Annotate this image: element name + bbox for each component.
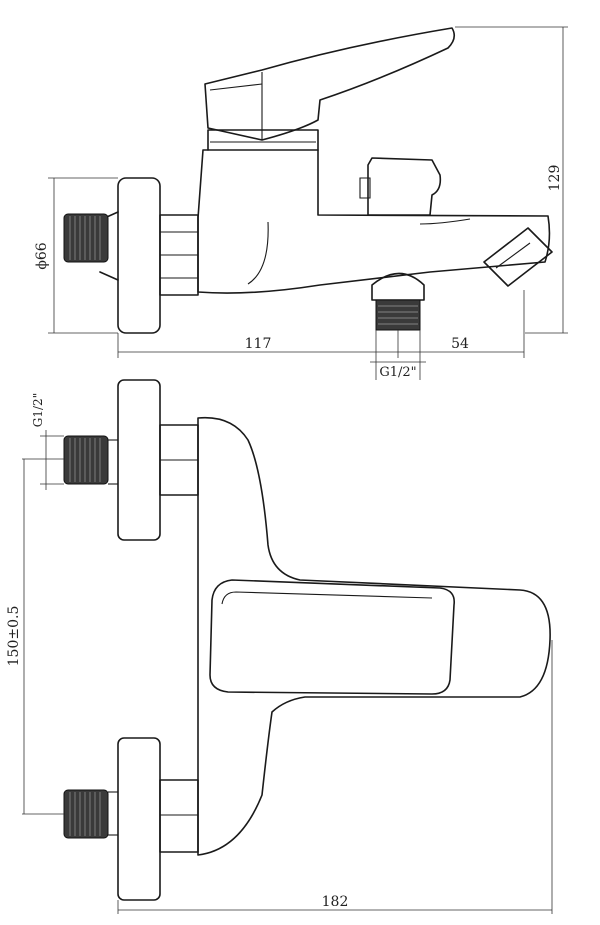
- upper-inlet-thread: [63, 435, 109, 485]
- dim-label-54: 54: [451, 336, 469, 352]
- dim-inlet-thread: G1/2": [22, 393, 64, 490]
- dim-label-outlet-thread: G1/2": [379, 365, 416, 380]
- wall-flange: [117, 177, 161, 334]
- dim-outlet-thread: G1/2": [370, 330, 426, 380]
- dim-lengths: 117 54: [117, 290, 525, 358]
- front-body: [197, 416, 551, 856]
- lower-nut: [159, 779, 199, 853]
- cartridge-housing: [207, 129, 319, 151]
- dim-centers: 150±0.5: [6, 459, 64, 815]
- lower-flange: [117, 737, 161, 901]
- dim-label-117: 117: [245, 336, 272, 352]
- diverter-knob: [367, 157, 442, 216]
- dim-height: 129: [455, 26, 568, 334]
- dim-width: 182: [117, 640, 553, 914]
- outlet-thread: [375, 299, 421, 331]
- front-lever: [209, 579, 456, 695]
- lever-handle: [204, 27, 456, 141]
- dim-label-centers: 150±0.5: [6, 606, 22, 667]
- dim-label-diameter: ϕ66: [34, 242, 50, 269]
- lower-inlet-thread: [63, 789, 109, 839]
- aerator: [483, 227, 553, 287]
- dim-flange-diameter: ϕ66: [34, 177, 118, 334]
- inlet-thread: [63, 213, 109, 263]
- dim-label-inlet-thread: G1/2": [31, 393, 45, 427]
- outlet-nozzle: [371, 272, 425, 301]
- dim-label-width: 182: [322, 894, 349, 910]
- upper-flange: [117, 379, 161, 541]
- body-and-spout: [197, 149, 551, 294]
- side-view: ϕ66 129 117 54 G1/2": [34, 26, 568, 380]
- dim-label-height: 129: [547, 165, 563, 192]
- front-view: G1/2" 150±0.5 182: [6, 379, 553, 914]
